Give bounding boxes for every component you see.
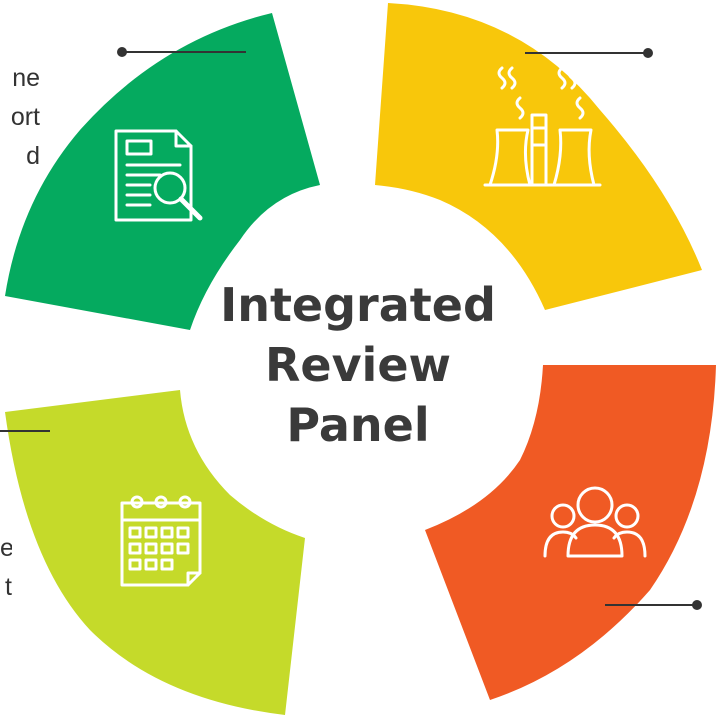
clipped-text-line: ort — [10, 103, 40, 131]
clipped-text-top-left: ne ort d — [0, 59, 40, 176]
clipped-text-line: e — [0, 534, 12, 562]
center-title-line-2: Review — [264, 338, 452, 392]
center-title-line-3: Panel — [286, 398, 430, 452]
team-group-icon — [543, 486, 647, 558]
factory-icon — [483, 66, 602, 187]
clipped-text-bottom-left: e t — [0, 529, 12, 607]
top-left-segment — [5, 13, 320, 330]
calendar-icon — [120, 495, 202, 587]
clipped-text-line: t — [5, 573, 12, 601]
top-right-segment — [375, 3, 702, 310]
connector-top-right — [525, 48, 653, 58]
connector-top-left — [117, 47, 246, 57]
document-search-icon — [114, 129, 203, 222]
connector-bottom-right — [605, 600, 702, 610]
center-title-line-1: Integrated — [220, 278, 496, 332]
clipped-text-line: ne — [12, 64, 40, 92]
clipped-text-line: d — [26, 142, 40, 170]
center-title: Integrated Review Panel — [208, 275, 508, 455]
